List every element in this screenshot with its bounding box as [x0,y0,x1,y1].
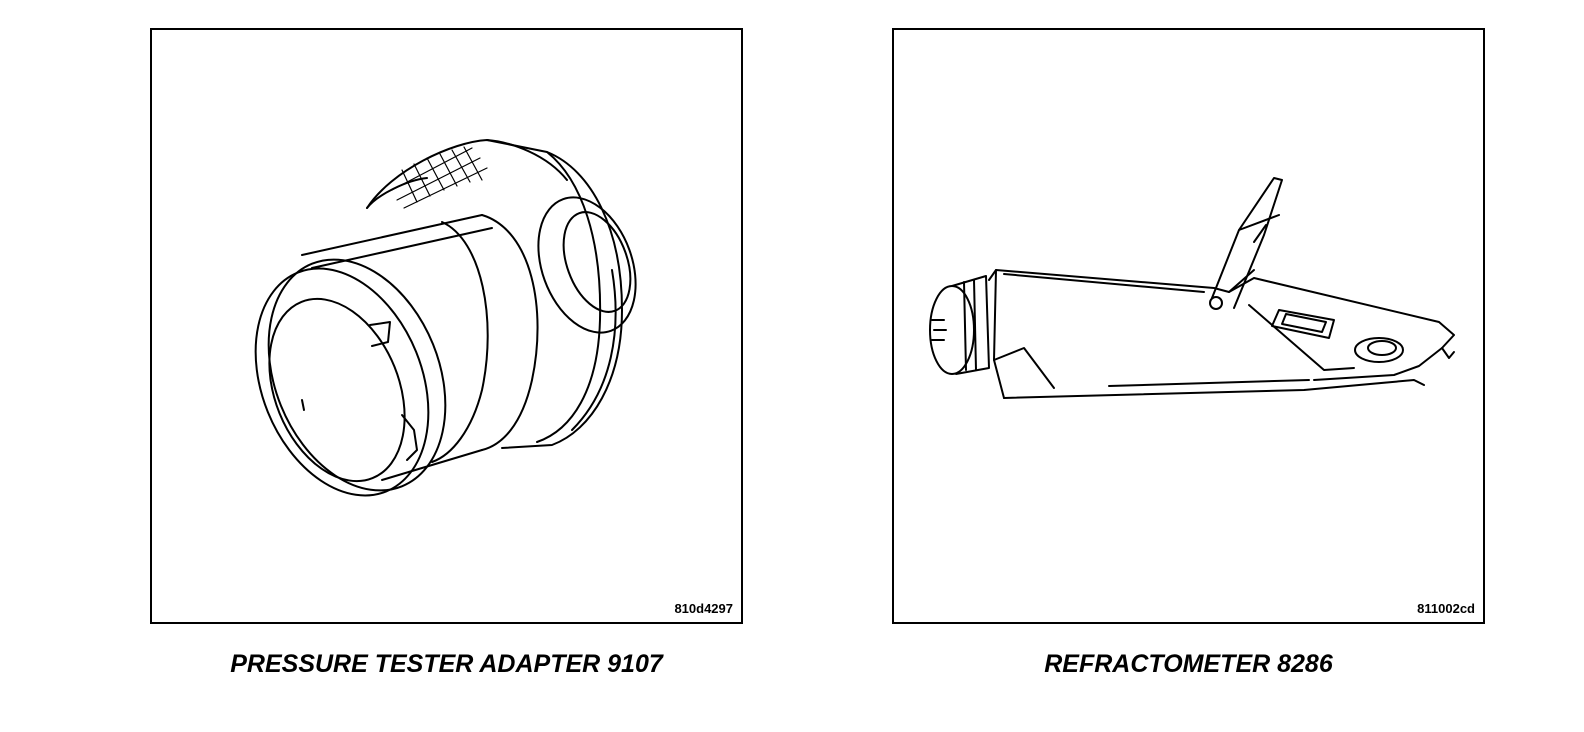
refractometer-drawing-icon [929,177,1455,399]
figure-id-label: 810d4297 [674,601,733,616]
pressure-tester-adapter-drawing-icon [254,139,637,497]
figure-panel-refractometer: 811002cd [892,28,1485,624]
figure-caption: REFRACTOMETER 8286 [1044,650,1333,678]
figure-id-label: 811002cd [1417,601,1475,616]
figure-caption: PRESSURE TESTER ADAPTER 9107 [230,650,663,678]
figure-panel-pressure-tester-adapter: 810d4297 [150,28,743,624]
